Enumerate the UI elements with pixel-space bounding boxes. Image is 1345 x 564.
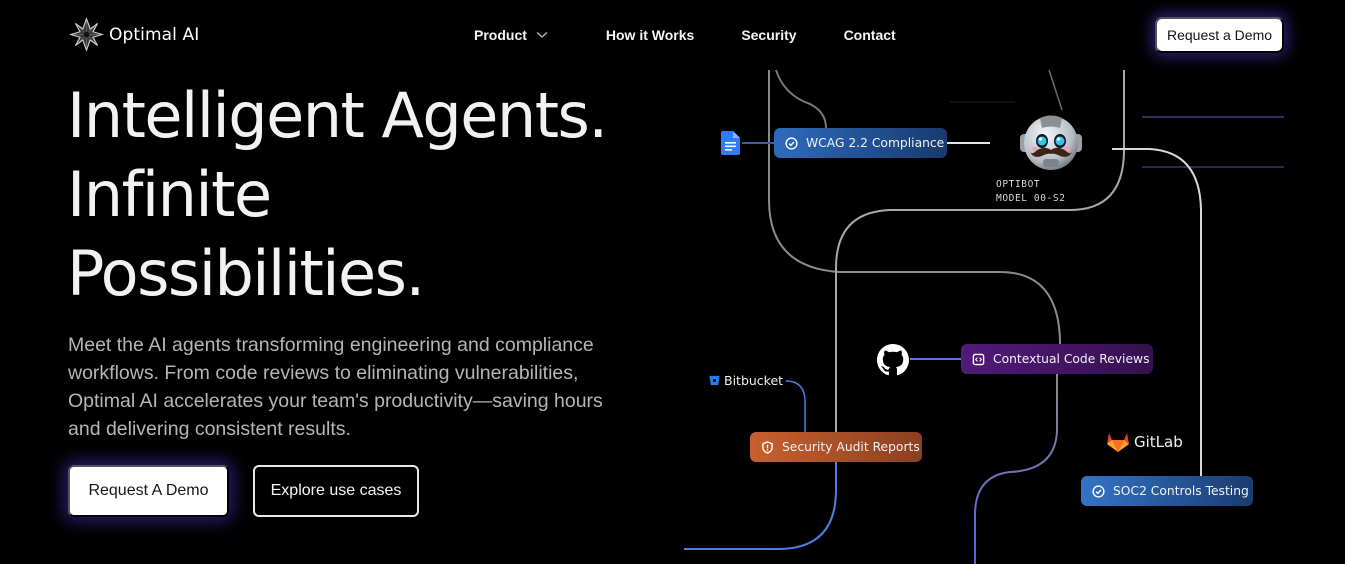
agent-model: MODEL 00-S2 (996, 192, 1066, 204)
gitlab-source: GitLab (1106, 431, 1183, 453)
bitbucket-label: Bitbucket (724, 373, 784, 388)
github-icon (877, 344, 909, 376)
hero-title: Intelligent Agents. Infinite Possibiliti… (67, 76, 608, 313)
chip-wcag-compliance[interactable]: WCAG 2.2 Compliance (774, 128, 947, 158)
google-docs-icon (721, 131, 740, 155)
nav-security[interactable]: Security (741, 27, 797, 43)
optimal-star-logo-icon (68, 17, 105, 52)
hero-title-line-1: Intelligent Agents. (67, 79, 608, 152)
top-navigation: Optimal AI Product How it Works Security… (0, 0, 1345, 70)
chevron-down-icon (536, 32, 548, 38)
chip-label: Contextual Code Reviews (993, 352, 1150, 366)
nav-contact[interactable]: Contact (843, 27, 896, 43)
nav-product-label: Product (474, 27, 527, 43)
shield-alert-icon (762, 440, 773, 454)
chip-label: WCAG 2.2 Compliance (806, 136, 945, 150)
chip-security-audit-reports[interactable]: Security Audit Reports (750, 432, 922, 462)
chip-soc2-controls-testing[interactable]: SOC2 Controls Testing (1081, 476, 1253, 506)
bitbucket-source: Bitbucket (709, 373, 783, 388)
optibot-robot-avatar-icon (1020, 115, 1082, 170)
agent-label: OPTIBOT MODEL 00-S2 (996, 178, 1066, 205)
check-circle-icon (1092, 484, 1105, 498)
chip-label: Security Audit Reports (782, 440, 920, 454)
brand-name: Optimal AI (109, 24, 200, 45)
hero-subtitle: Meet the AI agents transforming engineer… (68, 334, 603, 440)
nav-product[interactable]: Product (474, 27, 548, 43)
check-circle-icon (785, 136, 798, 150)
agent-name: OPTIBOT (996, 179, 1041, 190)
chip-contextual-code-reviews[interactable]: Contextual Code Reviews (961, 344, 1153, 374)
request-demo-nav-button[interactable]: Request a Demo (1155, 17, 1284, 53)
github-source (877, 344, 909, 376)
bitbucket-icon (709, 375, 720, 386)
chip-label: SOC2 Controls Testing (1113, 484, 1249, 498)
brand-logo[interactable]: Optimal AI (68, 16, 199, 53)
code-box-icon (972, 353, 985, 365)
gitlab-label: GitLab (1134, 433, 1183, 451)
explore-use-cases-button[interactable]: Explore use cases (253, 465, 419, 517)
hero-title-line-3: Possibilities. (67, 237, 425, 310)
nav-how-it-works[interactable]: How it Works (605, 27, 695, 43)
hero-title-line-2: Infinite (67, 158, 272, 231)
request-demo-button[interactable]: Request A Demo (68, 465, 229, 517)
main-menu: Product How it Works Security Contact (474, 27, 896, 43)
google-docs-source (721, 131, 740, 155)
gitlab-icon (1107, 433, 1129, 452)
